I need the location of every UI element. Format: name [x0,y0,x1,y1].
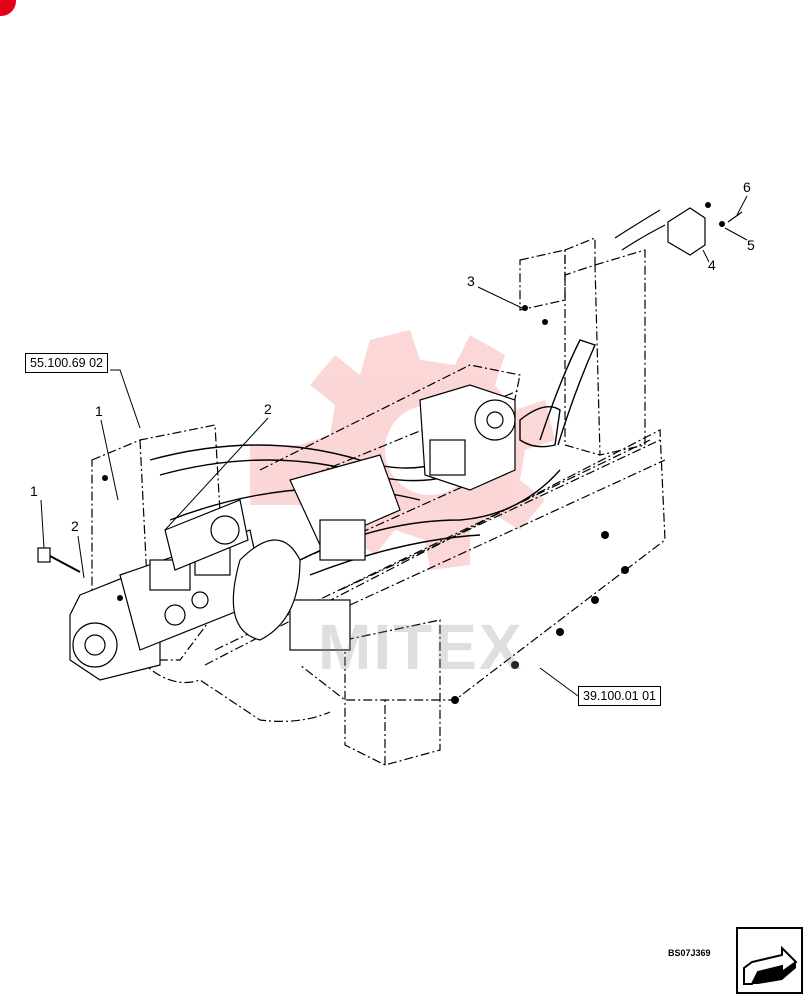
callout-2-mid: 2 [264,401,272,417]
reference-box-lower[interactable]: 39.100.01 01 [578,686,661,706]
callout-6: 6 [743,179,751,195]
chassis-frame [91,237,666,766]
small-bolts [102,202,725,704]
sensor-part-1 [37,547,81,573]
drawing-code: BS07J369 [668,948,711,958]
sensor-bracket [614,207,743,256]
direction-arrow-frame [736,927,803,994]
leader-lines [40,195,748,697]
callout-5: 5 [747,237,755,253]
reference-box-upper[interactable]: 55.100.69 02 [25,353,108,373]
callout-3: 3 [467,273,475,289]
callout-1-left: 1 [30,483,38,499]
watermark-text: MITEX [318,611,524,683]
callout-2-left: 2 [71,518,79,534]
motor-assembly [232,384,516,651]
callout-4: 4 [708,257,716,273]
pump-assembly [69,499,266,681]
callout-1-mid: 1 [95,403,103,419]
